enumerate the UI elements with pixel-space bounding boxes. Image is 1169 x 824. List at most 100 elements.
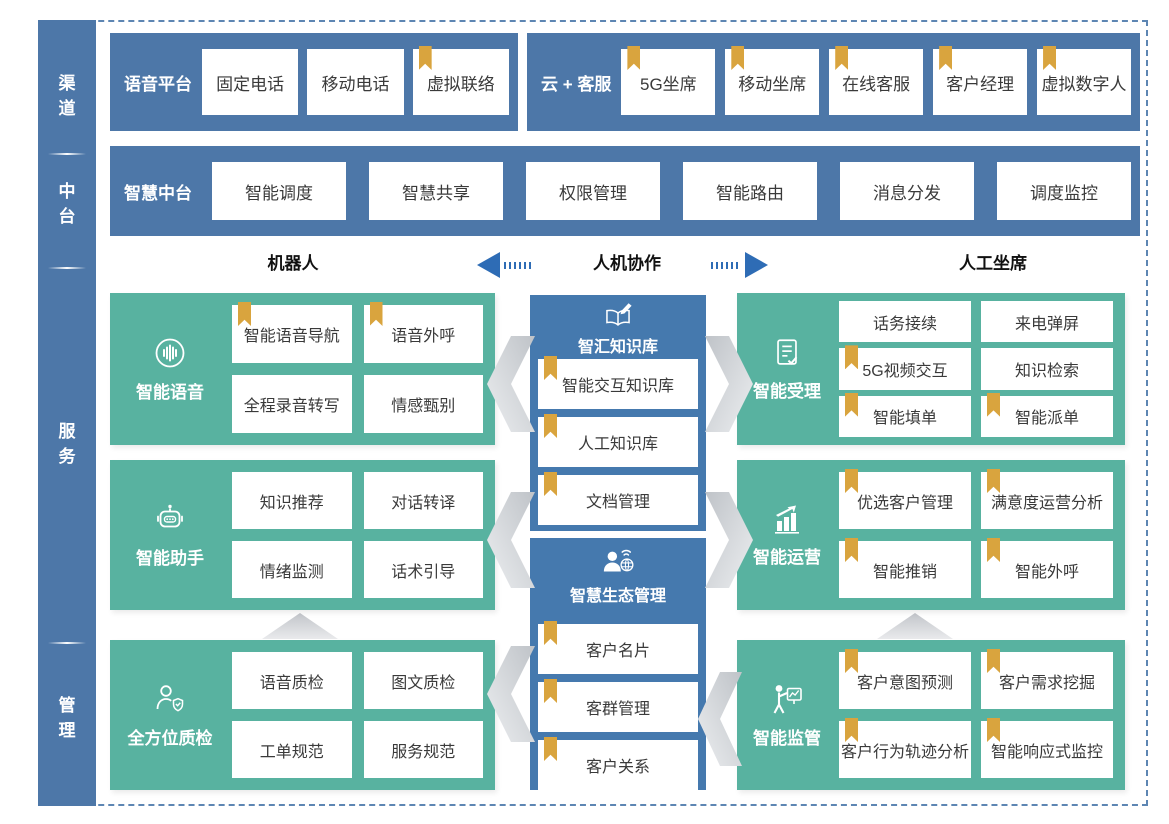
arrow-left-icon	[477, 252, 500, 278]
feature-label: 满意度运营分析	[990, 494, 1103, 512]
feature-label: 虚拟联络	[426, 74, 495, 94]
bookmark-icon	[544, 737, 557, 761]
collab-header-robot: 机器人	[267, 254, 319, 273]
feature-box: 调度监控	[997, 162, 1131, 220]
voice-platform-title: 语音平台	[124, 74, 192, 94]
quality-inspection-title: 全方位质检	[127, 729, 213, 748]
feature-label: 文档管理	[585, 494, 650, 511]
dashed-tail-icon	[711, 261, 741, 269]
chart-up-icon	[769, 502, 805, 536]
feature-label: 智能外呼	[1014, 563, 1079, 581]
collab-arrow-right	[711, 252, 768, 278]
feature-label: 情绪监测	[259, 563, 324, 581]
smart-supervision-header: 智能监管	[737, 640, 837, 790]
feature-label: 对话转译	[391, 494, 456, 512]
feature-label: 虚拟数字人	[1041, 74, 1127, 94]
feature-label: 智慧共享	[402, 183, 470, 203]
bookmark-icon	[845, 345, 858, 370]
feature-box: 语音质检	[232, 652, 352, 709]
knowledge-base-title: 智汇知识库	[577, 339, 658, 356]
panel-smart-voice: 智能语音 智能语音导航语音外呼全程录音转写情感甄别	[110, 293, 495, 445]
feature-box: 5G坐席	[621, 46, 716, 115]
feature-label: 来电弹屏	[1014, 315, 1079, 333]
feature-label: 客户关系	[585, 759, 650, 776]
feature-box: 知识推荐	[232, 472, 352, 529]
feature-box: 对话转译	[363, 472, 483, 529]
ecosystem-person-icon	[599, 545, 637, 579]
knowledge-base-header: 智汇知识库	[530, 302, 706, 357]
feature-box: 优选客户管理	[839, 469, 971, 529]
bookmark-icon	[987, 469, 1000, 493]
feature-label: 移动电话	[321, 74, 390, 94]
feature-box: 文档管理	[538, 472, 698, 525]
feature-label: 客户需求挖掘	[998, 674, 1095, 692]
feature-box: 固定电话	[202, 49, 299, 115]
feature-box: 话务接续	[839, 301, 971, 343]
feature-label: 智能路由	[716, 183, 784, 203]
feature-box: 满意度运营分析	[981, 469, 1113, 529]
feature-label: 情感甄别	[391, 398, 456, 415]
doc-check-icon	[770, 336, 804, 370]
bookmark-icon	[627, 46, 641, 70]
knowledge-base-items: 智能交互知识库人工知识库文档管理	[538, 356, 698, 525]
feature-label: 智能调度	[245, 183, 313, 203]
smart-assistant-header: 智能助手	[110, 460, 230, 610]
feature-label: 工单规范	[259, 743, 324, 761]
inspector-shield-icon	[152, 681, 188, 717]
feature-box: 客群管理	[538, 679, 698, 732]
smart-voice-items: 智能语音导航语音外呼全程录音转写情感甄别	[232, 302, 483, 433]
feature-box: 客户需求挖掘	[981, 649, 1113, 709]
feature-box: 客户名片	[538, 621, 698, 674]
feature-box: 语音外呼	[363, 302, 483, 363]
feature-label: 5G坐席	[639, 74, 697, 94]
feature-label: 语音外呼	[391, 328, 456, 345]
feature-box: 图文质检	[363, 652, 483, 709]
sidebar-label-service: 服务	[58, 422, 76, 466]
feature-box: 移动坐席	[725, 46, 820, 115]
bookmark-icon	[544, 472, 557, 496]
feature-box: 5G视频交互	[839, 345, 971, 390]
collab-arrow-left	[477, 252, 534, 278]
feature-box: 人工知识库	[538, 414, 698, 467]
bookmark-icon	[418, 46, 432, 70]
voice-platform-block: 语音平台 固定电话 移动电话 虚拟联络	[110, 33, 518, 131]
voice-wave-icon	[152, 335, 188, 371]
feature-label: 客户意图预测	[856, 674, 953, 692]
feature-box: 服务规范	[363, 721, 483, 778]
panel-quality-inspection: 全方位质检 语音质检图文质检工单规范 服务规范	[110, 640, 495, 790]
supervision-board-icon	[769, 681, 805, 717]
smart-middle-block: 智慧中台 智能调度智慧共享权限管理智能路由消息分发调度监控	[110, 146, 1140, 236]
bookmark-icon	[987, 392, 1000, 417]
feature-box: 智能外呼	[981, 538, 1113, 598]
smart-operation-title: 智能运营	[753, 548, 821, 567]
smart-assistant-items: 知识推荐对话转译情绪监测话术引导	[232, 472, 483, 598]
feature-box: 情绪监测	[232, 541, 352, 598]
smart-voice-title: 智能语音	[136, 383, 204, 402]
sidebar-label-channel: 渠道	[58, 74, 76, 118]
feature-box: 智慧共享	[369, 162, 503, 220]
feature-box: 虚拟联络	[412, 46, 509, 115]
smart-acceptance-header: 智能受理	[737, 293, 837, 445]
quality-inspection-items: 语音质检图文质检工单规范 服务规范	[232, 652, 483, 778]
feature-label: 话务接续	[872, 315, 937, 333]
feature-label: 在线客服	[842, 74, 911, 94]
bookmark-icon	[1043, 46, 1057, 70]
feature-box: 知识检索	[981, 348, 1113, 390]
bookmark-icon	[835, 46, 849, 70]
feature-box: 智能调度	[212, 162, 346, 220]
feature-box: 智能交互知识库	[538, 356, 698, 409]
dashed-tail-icon	[504, 261, 534, 269]
feature-label: 优选客户管理	[856, 494, 953, 512]
panel-ecosystem-management: 智慧生态管理 客户名片客群管理客户关系	[530, 538, 706, 790]
feature-box: 情感甄别	[363, 375, 483, 433]
panel-smart-assistant: 智能助手 知识推荐对话转译情绪监测话术引导	[110, 460, 495, 610]
smart-operation-items: 优选客户管理满意度运营分析智能推销智能外呼	[839, 469, 1113, 598]
panel-knowledge-base: 智汇知识库 智能交互知识库人工知识库文档管理	[530, 295, 706, 531]
ecosystem-management-title: 智慧生态管理	[569, 588, 666, 605]
feature-box: 虚拟数字人	[1037, 46, 1131, 115]
smart-operation-header: 智能运营	[737, 460, 837, 610]
cloud-service-items: 5G坐席移动坐席在线客服客户经理虚拟数字人	[621, 46, 1131, 115]
smart-voice-header: 智能语音	[110, 293, 230, 445]
